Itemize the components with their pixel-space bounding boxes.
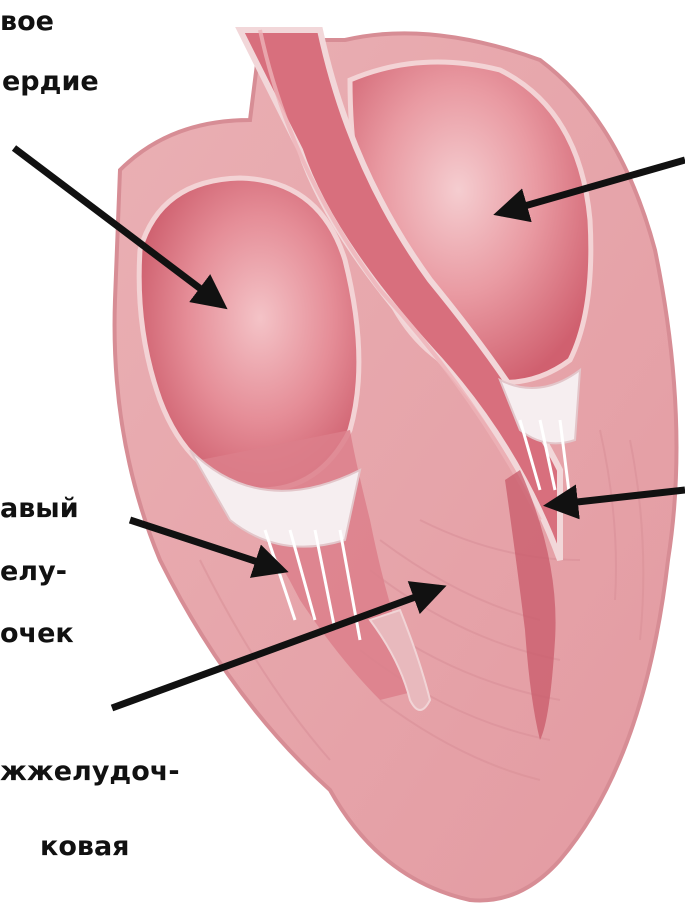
label-septum-line2: ковая — [40, 833, 130, 860]
label-septum-line1: жжелудоч- — [0, 758, 180, 785]
label-atrium-line1: вое — [0, 8, 54, 35]
label-ventricle-line3: очек — [0, 620, 74, 647]
label-ventricle-line1: авый — [0, 495, 79, 522]
label-ventricle-line2: елу- — [0, 558, 67, 585]
label-atrium-line2: ердие — [2, 68, 99, 95]
